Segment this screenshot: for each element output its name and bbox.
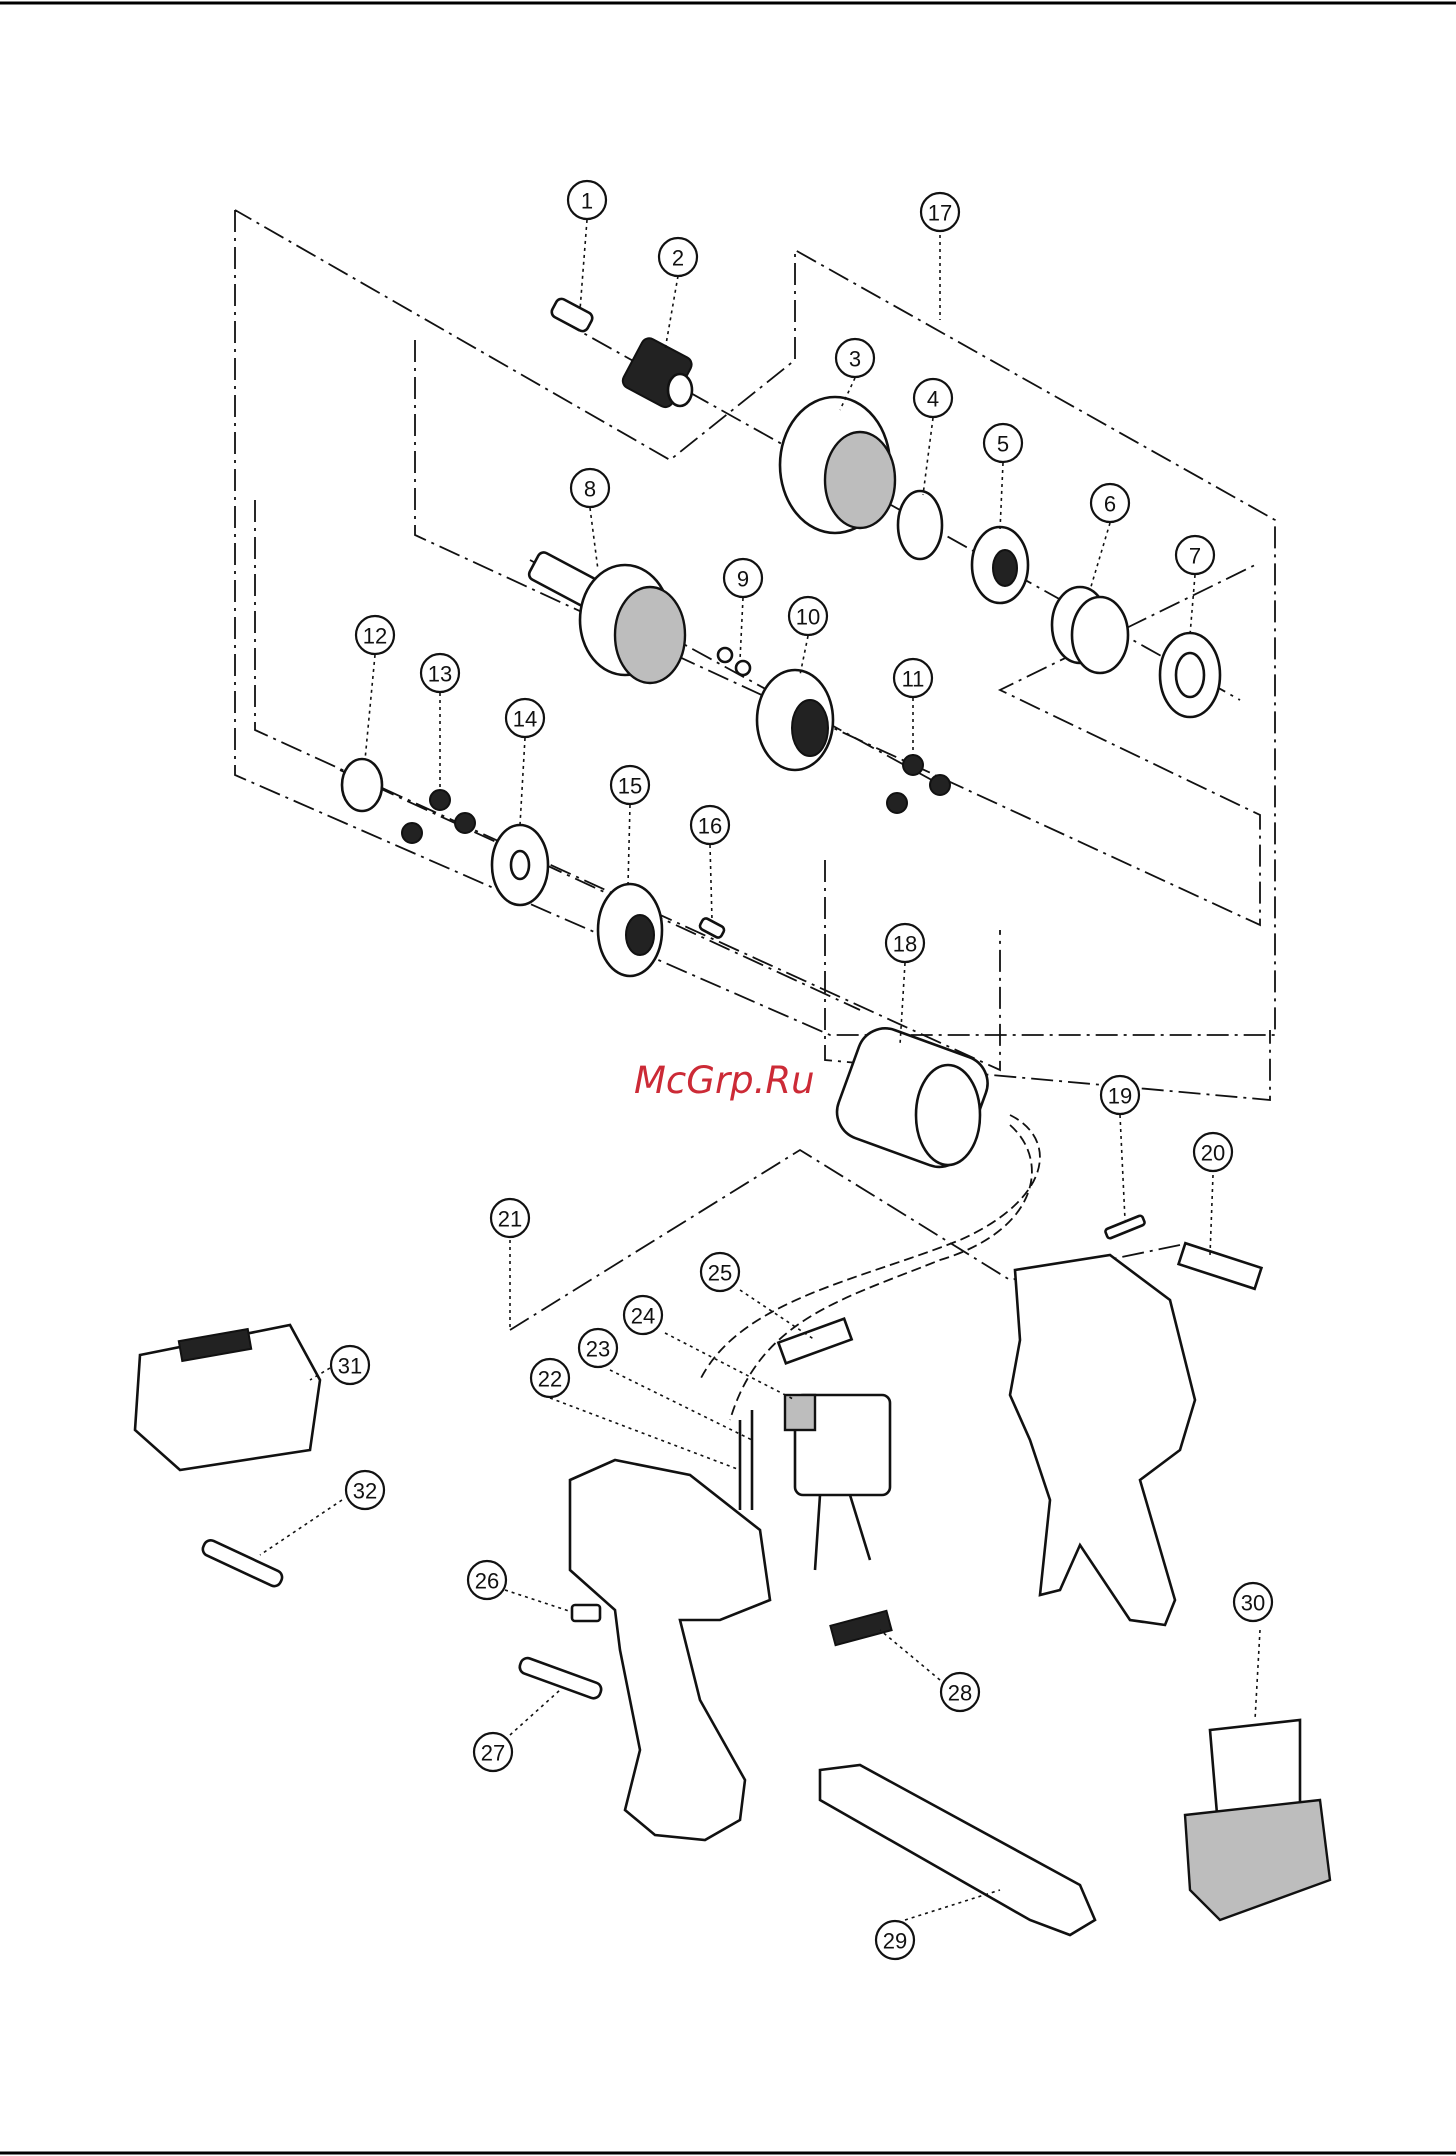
callout-22: 22 xyxy=(531,1359,569,1397)
callout-15: 15 xyxy=(611,766,649,804)
callout-10: 10 xyxy=(789,597,827,635)
callout-number: 8 xyxy=(584,477,596,502)
callout-number: 16 xyxy=(698,814,722,839)
callout-number: 28 xyxy=(948,1681,972,1706)
callout-2: 2 xyxy=(659,238,697,276)
callout-number: 5 xyxy=(997,432,1009,457)
callout-16: 16 xyxy=(691,806,729,844)
callout-24: 24 xyxy=(624,1296,662,1334)
callout-number: 13 xyxy=(428,662,452,687)
callout-28: 28 xyxy=(941,1673,979,1711)
callout-8: 8 xyxy=(571,469,609,507)
part-25-terminal xyxy=(778,1319,851,1364)
callout-27: 27 xyxy=(474,1733,512,1771)
callout-number: 29 xyxy=(883,1929,907,1954)
callout-31: 31 xyxy=(331,1346,369,1384)
callout-number: 31 xyxy=(338,1354,362,1379)
callout-19: 19 xyxy=(1101,1076,1139,1114)
part-30-battery xyxy=(1185,1720,1330,1920)
callout-26: 26 xyxy=(468,1561,506,1599)
part-15-sun-gear-plate xyxy=(598,884,662,976)
callout-25: 25 xyxy=(701,1253,739,1291)
callout-number: 22 xyxy=(538,1367,562,1392)
callout-number: 15 xyxy=(618,774,642,799)
callout-9: 9 xyxy=(724,559,762,597)
callout-5: 5 xyxy=(984,424,1022,462)
callout-7: 7 xyxy=(1176,536,1214,574)
callout-number: 2 xyxy=(672,246,684,271)
callout-14: 14 xyxy=(506,699,544,737)
part-8-gearbox xyxy=(527,550,685,683)
part-32-bit xyxy=(201,1538,285,1588)
part-10-ring-gear xyxy=(757,670,833,770)
callout-number: 1 xyxy=(581,189,593,214)
part-19-screw xyxy=(1105,1215,1146,1239)
part-7-washer xyxy=(1160,633,1220,717)
callout-number: 9 xyxy=(737,567,749,592)
callout-number: 32 xyxy=(353,1479,377,1504)
part-26-clip xyxy=(572,1605,600,1621)
callout-number: 27 xyxy=(481,1741,505,1766)
part-13-planet-gears xyxy=(402,790,475,843)
part-1-screw xyxy=(550,297,595,333)
callout-number: 17 xyxy=(928,201,952,226)
part-14-washer xyxy=(492,825,548,905)
callout-number: 14 xyxy=(513,707,537,732)
callout-number: 23 xyxy=(586,1337,610,1362)
callout-number: 10 xyxy=(796,605,820,630)
part-31-charger xyxy=(135,1325,320,1470)
callout-29: 29 xyxy=(876,1921,914,1959)
callout-23: 23 xyxy=(579,1329,617,1367)
callout-4: 4 xyxy=(914,379,952,417)
part-28-contact xyxy=(830,1611,891,1645)
callout-number: 3 xyxy=(849,347,861,372)
watermark: McGrp.Ru xyxy=(634,1059,815,1102)
part-16-pin xyxy=(699,917,726,939)
callout-number: 24 xyxy=(631,1304,655,1329)
part-29-strap xyxy=(820,1765,1095,1935)
callout-number: 30 xyxy=(1241,1591,1265,1616)
callout-6: 6 xyxy=(1091,484,1129,522)
callout-number: 18 xyxy=(893,932,917,957)
callout-17: 17 xyxy=(921,193,959,231)
callout-13: 13 xyxy=(421,654,459,692)
callout-12: 12 xyxy=(356,616,394,654)
callout-3: 3 xyxy=(836,339,874,377)
callout-18: 18 xyxy=(886,924,924,962)
part-20-label xyxy=(1179,1243,1262,1289)
part-18-motor xyxy=(829,1021,995,1175)
part-22-23-leads xyxy=(740,1410,752,1510)
callout-1: 1 xyxy=(568,181,606,219)
part-11-planet-gears xyxy=(887,755,950,813)
part-12-carrier xyxy=(342,759,382,811)
part-6-spring xyxy=(1052,587,1128,673)
callout-number: 20 xyxy=(1201,1141,1225,1166)
group-frames xyxy=(235,210,1275,1330)
callout-number: 7 xyxy=(1189,544,1201,569)
callout-32: 32 xyxy=(346,1471,384,1509)
part-3-gear-case xyxy=(780,397,895,533)
part-24-switch xyxy=(785,1395,890,1570)
callout-number: 21 xyxy=(498,1207,522,1232)
callout-number: 11 xyxy=(902,667,925,692)
part-4-ring xyxy=(898,491,942,559)
part-2-chuck xyxy=(620,335,694,409)
callout-number: 19 xyxy=(1108,1084,1132,1109)
part-21-left-housing xyxy=(570,1460,770,1840)
callout-number: 25 xyxy=(708,1261,732,1286)
callout-11: 11 xyxy=(894,659,932,697)
part-5-collar xyxy=(972,527,1028,603)
callout-number: 12 xyxy=(363,624,387,649)
part-right-housing xyxy=(1010,1255,1195,1625)
callout-20: 20 xyxy=(1194,1133,1232,1171)
part-27-pin xyxy=(518,1656,603,1700)
callout-number: 26 xyxy=(475,1569,499,1594)
callout-21: 21 xyxy=(491,1199,529,1237)
callout-number: 4 xyxy=(927,387,939,412)
callout-number: 6 xyxy=(1104,492,1116,517)
callout-30: 30 xyxy=(1234,1583,1272,1621)
